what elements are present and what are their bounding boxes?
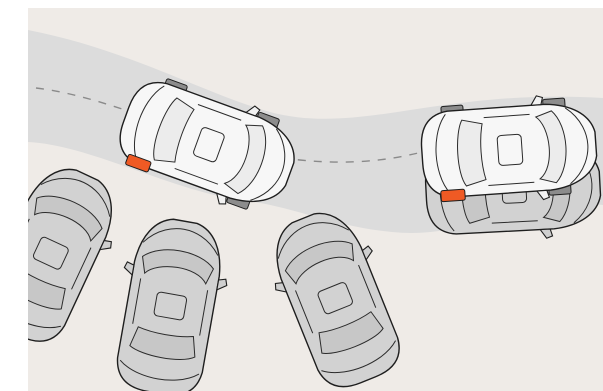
highlighted-wheel-icon <box>441 189 466 202</box>
left-margin <box>0 0 28 391</box>
top-margin <box>0 0 603 8</box>
